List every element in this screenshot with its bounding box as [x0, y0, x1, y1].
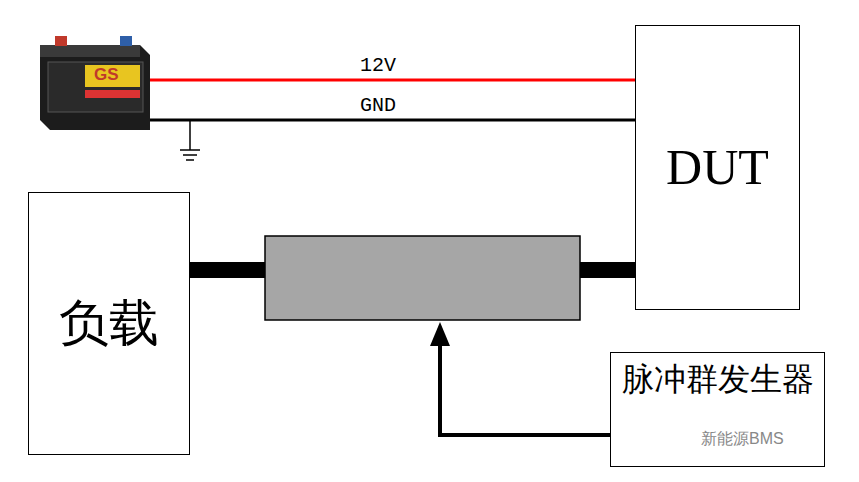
node-text: DUT	[666, 139, 769, 197]
device-box: DUT	[635, 25, 800, 310]
supply-wire	[150, 79, 635, 82]
signal-name: GND	[360, 94, 396, 117]
load-box: 负载	[28, 192, 190, 455]
battery-logo: GS	[94, 65, 119, 85]
signal-name: 12V	[360, 54, 396, 77]
battery-picture	[40, 36, 150, 130]
injection-wire	[440, 340, 610, 435]
watermark: 新能源BMS	[701, 429, 784, 450]
coupling-clamp	[265, 236, 580, 320]
node-text: 脉冲群发生器	[622, 361, 814, 398]
ground-symbol	[180, 120, 200, 160]
arrow-head	[430, 322, 450, 346]
node-text: 负载	[59, 295, 159, 353]
ground-wire	[150, 119, 635, 122]
generator-box: 脉冲群发生器	[610, 352, 825, 467]
